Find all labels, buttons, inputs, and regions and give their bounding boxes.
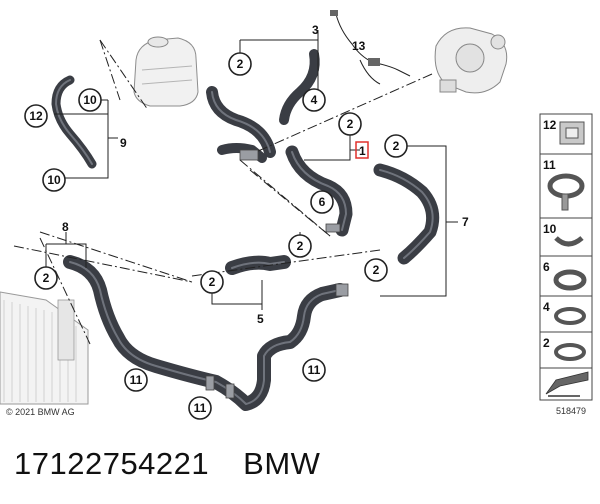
svg-text:12: 12 [543,118,557,132]
sensor-wire-illustration [330,10,411,85]
solid-leaders [45,30,458,310]
legend-item-10[interactable]: 10 [539,217,593,257]
callout-2-right-lower[interactable]: 2 [364,258,388,282]
callout-7[interactable]: 7 [462,215,469,229]
callout-2-hose5[interactable]: 2 [200,270,224,294]
svg-text:10: 10 [543,222,557,236]
svg-text:10: 10 [83,93,97,107]
svg-text:4: 4 [311,93,318,107]
legend-item-12[interactable]: 12 [539,113,593,155]
callout-11-bottom[interactable]: 11 [188,396,212,420]
hose-group [51,49,440,411]
callout-5[interactable]: 5 [257,312,264,326]
callout-10-upper[interactable]: 10 [78,88,102,112]
callout-13[interactable]: 13 [352,39,366,53]
svg-text:6: 6 [543,260,550,274]
legend-item-arrow[interactable] [539,367,593,401]
callout-2-mid-left[interactable]: 2 [338,112,362,136]
legend-item-4[interactable]: 4 [539,295,593,333]
svg-text:2: 2 [297,239,304,253]
callout-8[interactable]: 8 [62,220,69,234]
callout-11-left[interactable]: 11 [124,368,148,392]
svg-text:2: 2 [347,117,354,131]
svg-text:4: 4 [543,300,550,314]
svg-text:2: 2 [543,336,550,350]
svg-text:12: 12 [29,109,43,123]
svg-text:2: 2 [393,139,400,153]
callout-1[interactable]: 1 [359,144,366,158]
thermostat-housing-illustration [434,27,508,94]
callout-6[interactable]: 6 [310,190,334,214]
callout-group: 2 3 4 13 10 12 9 10 2 1 2 6 7 8 2 2 2 5 … [24,23,469,420]
callout-11-right[interactable]: 11 [302,358,326,382]
parts-legend: 12 11 10 6 4 2 [539,113,593,401]
part-title: 17122754221 BMW [14,446,320,482]
svg-text:2: 2 [209,275,216,289]
callout-9[interactable]: 9 [120,136,127,150]
callout-4[interactable]: 4 [302,88,326,112]
svg-text:2: 2 [237,57,244,71]
figure-number: 518479 [556,406,586,416]
dashed-leaders [13,39,433,345]
callout-12[interactable]: 12 [24,104,48,128]
callout-2-mid-right[interactable]: 2 [384,134,408,158]
svg-text:11: 11 [194,401,207,415]
callout-10-lower[interactable]: 10 [42,168,66,192]
svg-text:11: 11 [130,373,143,387]
brand-name: BMW [243,446,321,481]
svg-text:11: 11 [543,158,556,172]
callout-2-left[interactable]: 2 [34,266,58,290]
radiator-illustration [0,291,89,405]
svg-text:11: 11 [308,363,321,377]
callout-2-center[interactable]: 2 [288,234,312,258]
svg-text:2: 2 [43,271,50,285]
part-number: 17122754221 [14,446,210,481]
callout-3[interactable]: 3 [312,23,319,37]
expansion-tank-illustration [133,36,199,107]
copyright-text: © 2021 BMW AG [6,407,75,417]
highlight-box [355,141,369,159]
legend-item-11[interactable]: 11 [539,153,593,219]
svg-text:2: 2 [373,263,380,277]
svg-text:6: 6 [319,195,326,209]
legend-item-6[interactable]: 6 [539,255,593,297]
legend-item-2[interactable]: 2 [539,331,593,369]
callout-2-top[interactable]: 2 [228,52,252,76]
svg-text:10: 10 [47,173,61,187]
